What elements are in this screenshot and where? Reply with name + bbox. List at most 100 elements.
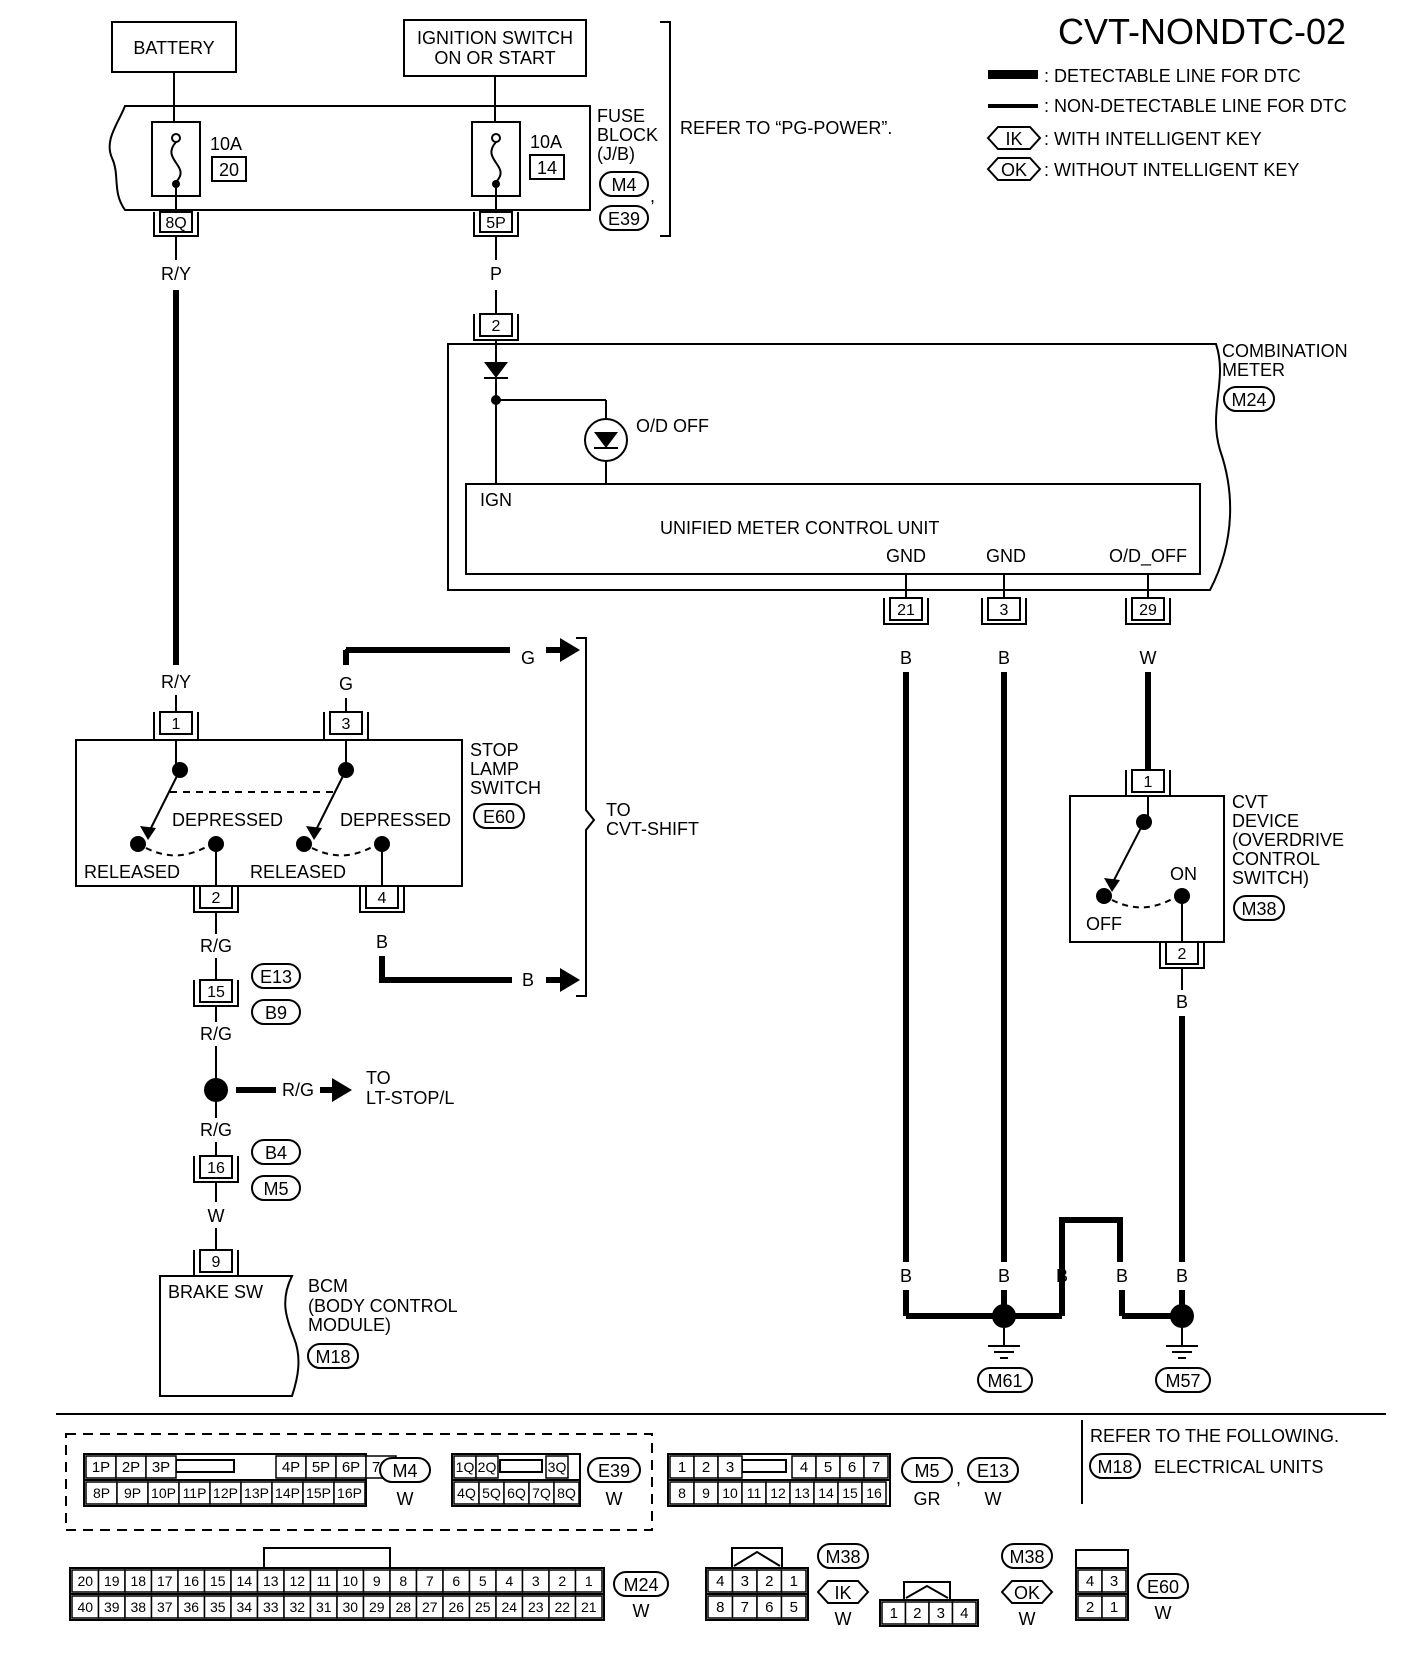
connector-cell <box>780 1569 807 1593</box>
wire-rg-branch: R/G <box>282 1080 314 1100</box>
connector-m5-comma: , <box>956 1468 961 1488</box>
legend-ik-hex <box>986 126 1042 150</box>
ground-m61: M61 <box>987 1371 1022 1391</box>
connector-cell-label: 34 <box>236 1599 252 1615</box>
combination-meter-label-2: METER <box>1222 360 1285 380</box>
svg-text:2: 2 <box>1178 946 1187 963</box>
legend-ik-tag: IK <box>1005 129 1022 149</box>
connector-e60-color: W <box>1155 1603 1172 1623</box>
junction-terminal-15: 15 <box>193 979 239 1007</box>
diagram-title: CVT-NONDTC-02 <box>1058 11 1346 52</box>
battery-box <box>111 21 237 73</box>
svg-text:3: 3 <box>342 716 351 733</box>
connector-cell-label: 16P <box>337 1485 362 1501</box>
connector-cell-label: 37 <box>157 1599 173 1615</box>
wire-rg-3: R/G <box>200 1120 232 1140</box>
connector-cell-label: 8 <box>716 1599 724 1616</box>
unified-meter-control-unit-label: UNIFIED METER CONTROL UNIT <box>660 518 939 538</box>
connector-cell-label: 18 <box>130 1573 146 1589</box>
released-label-2: RELEASED <box>250 862 346 882</box>
fuse-block-comma: , <box>650 186 655 206</box>
power-bracket <box>660 21 671 237</box>
connector-cell-label: 6 <box>848 1459 856 1476</box>
svg-text:21: 21 <box>897 602 915 619</box>
od-off-indicator-label: O/D OFF <box>636 416 709 436</box>
connector-m4-color: W <box>397 1489 414 1509</box>
connector-cell-label: 1 <box>585 1573 593 1589</box>
bcm-label-1: BCM <box>308 1276 348 1296</box>
connector-m38ok-color: W <box>1019 1609 1036 1629</box>
g-arrow-icon <box>560 638 580 662</box>
connector-cell-label: 2 <box>558 1573 566 1589</box>
connector-cell-label: 7 <box>426 1573 434 1589</box>
wire-b-cvt-device: B <box>1176 992 1188 1012</box>
legend-ok-hex <box>986 157 1042 181</box>
connector-cell-label: 10 <box>722 1485 738 1501</box>
unified-meter-control-unit <box>465 483 1201 575</box>
stop-lamp-switch-label-2: LAMP <box>470 759 519 779</box>
connector-cell <box>863 1455 889 1479</box>
connector-cell-label: 7Q <box>532 1485 551 1501</box>
connector-cell-label: 2 <box>913 1605 921 1622</box>
svg-text:2: 2 <box>212 890 221 907</box>
connector-cell-label: 2Q <box>478 1459 497 1475</box>
refer-electrical-units: ELECTRICAL UNITS <box>1154 1457 1323 1477</box>
connector-cell-label: 2 <box>765 1573 773 1590</box>
legend-non-detectable-text: : NON-DETECTABLE LINE FOR DTC <box>1044 96 1347 116</box>
ground-wire-b-5: B <box>1176 1266 1188 1286</box>
wire-rg-2: R/G <box>200 1024 232 1044</box>
bcm-box <box>159 1275 300 1397</box>
connector-cell-label: 27 <box>422 1599 438 1615</box>
legend-ik-text: : WITH INTELLIGENT KEY <box>1044 129 1262 149</box>
connector-cell-label: 13 <box>263 1573 279 1589</box>
connector-cell-label: 3 <box>532 1573 540 1589</box>
fuse-block-outline <box>108 105 591 211</box>
connector-cell-label: 11P <box>183 1485 207 1501</box>
svg-text:8Q: 8Q <box>165 215 186 232</box>
svg-text:1: 1 <box>1144 774 1153 791</box>
svg-text:3: 3 <box>1000 602 1009 619</box>
gnd-pin-label-1: GND <box>886 546 926 566</box>
connector-m38ik-color: W <box>835 1609 852 1629</box>
combination-meter-conn: M24 <box>1231 390 1266 410</box>
connector-cell-label: 19 <box>104 1573 120 1589</box>
dashed-connector-group <box>65 1433 653 1531</box>
ground-splice-m57 <box>1170 1304 1194 1328</box>
connector-cell-label: 8 <box>399 1573 407 1589</box>
connector-cell-label: 2 <box>702 1459 710 1476</box>
to-lt-stop-2: LT-STOP/L <box>366 1088 454 1108</box>
stop-switch-terminal-3: 3 <box>323 711 369 741</box>
connector-cell-label: 17 <box>157 1573 173 1589</box>
stop-switch-terminal-4: 4 <box>359 885 405 913</box>
svg-text:5P: 5P <box>486 215 506 232</box>
connector-cell-label: 32 <box>289 1599 305 1615</box>
connector-cell-label: 11 <box>747 1485 762 1501</box>
b-arrow-icon <box>560 968 580 992</box>
connector-cell-label: 14 <box>818 1485 834 1501</box>
cvt-device-label-1: CVT <box>1232 792 1268 812</box>
ground-symbol-m57-icon <box>1166 1328 1198 1359</box>
fuse-20-number: 20 <box>219 160 239 180</box>
meter-terminal-2: 2 <box>473 313 519 341</box>
combination-meter-label-1: COMBINATION <box>1222 341 1348 361</box>
connector-cell <box>475 1455 499 1479</box>
connector-cell-label: 5 <box>824 1459 832 1476</box>
connector-cell-label: 22 <box>554 1599 570 1615</box>
to-cvt-shift-2: CVT-SHIFT <box>606 819 699 839</box>
connector-cell-label: 9 <box>702 1485 710 1501</box>
connector-cell <box>333 1481 366 1505</box>
connector-cell-label: 3 <box>1110 1573 1118 1590</box>
connector-cell-label: 10P <box>151 1485 176 1501</box>
connector-cell-label: 15P <box>306 1485 331 1501</box>
connector-cell-label: 40 <box>77 1599 93 1615</box>
connector-cell-label: 36 <box>183 1599 199 1615</box>
wire-ry-lower: R/Y <box>161 672 191 692</box>
